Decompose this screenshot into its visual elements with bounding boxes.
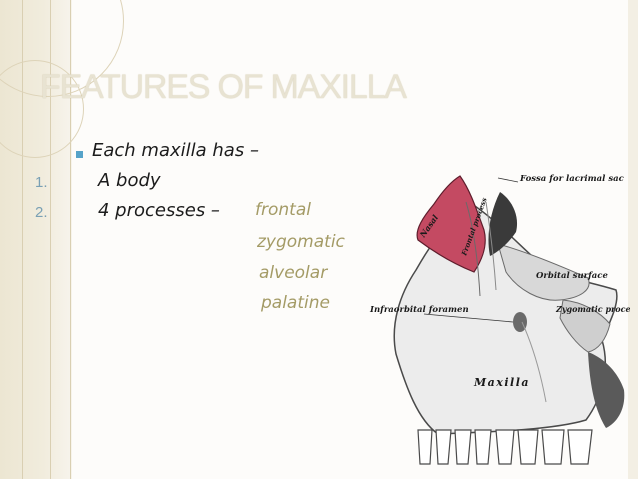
label-infraorbital-foramen: Infraorbital foramen: [369, 305, 469, 315]
leader-line: [423, 313, 514, 323]
frontal-process-line: [465, 201, 481, 297]
infraorbital-foramen-hole: [513, 312, 527, 332]
label-orbital-surface: Orbital surface: [536, 271, 608, 281]
intro-text: Each maxilla has –: [92, 140, 259, 161]
teeth-shape: [417, 429, 593, 465]
zygomatic-process-shape: [559, 299, 611, 353]
bone-contour-line: [521, 321, 547, 403]
label-fossa-lacrimal-sac: Fossa for lacrimal sac: [519, 174, 625, 184]
list-number: 2.: [35, 204, 48, 221]
lacrimal-fossa-shape: [488, 192, 518, 256]
bullet-icon: [76, 151, 83, 158]
list-number: 1.: [35, 174, 48, 191]
list-item-processes: 4 processes –: [98, 200, 220, 221]
decorative-line: [50, 0, 51, 479]
slide-title: FEATURES OF MAXILLA: [40, 68, 407, 106]
decorative-line: [22, 0, 23, 479]
leader-line: [497, 177, 519, 183]
decorative-line: [70, 0, 71, 479]
frontal-process-line: [485, 201, 497, 291]
process-zygomatic: zygomatic: [257, 232, 345, 252]
posterior-shadow-shape: [588, 352, 625, 428]
nasal-bone-shape: [416, 175, 486, 273]
orbital-surface-shape: [497, 243, 590, 301]
list-item-body: A body: [98, 170, 161, 191]
process-frontal: frontal: [255, 200, 311, 220]
process-alveolar: alveolar: [259, 263, 328, 283]
maxilla-illustration: Fossa for lacrimal sac Nasal Frontal pro…: [369, 174, 630, 465]
decorative-right-edge: [628, 0, 638, 479]
process-palatine: palatine: [261, 293, 330, 313]
label-maxilla: Maxilla: [473, 376, 530, 389]
label-zygomatic-process: Zygomatic process: [555, 304, 630, 314]
